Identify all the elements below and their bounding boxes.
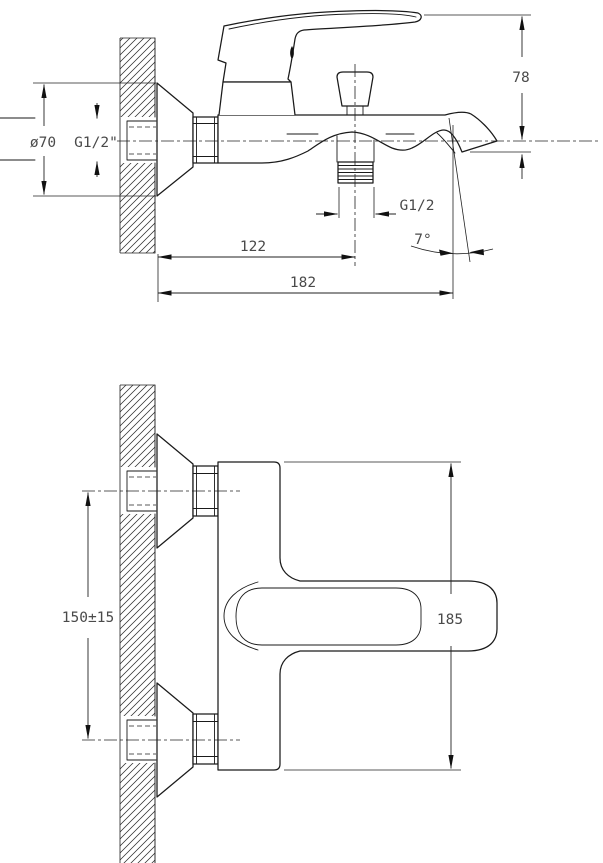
stream-axis-line (448, 117, 471, 263)
nipple-thread-hidden (129, 126, 156, 155)
dim-height-78-label: 78 (512, 70, 529, 86)
body-silhouette (217, 111, 498, 164)
extension-lines (424, 14, 531, 153)
dimension-overall-height: 185 (284, 461, 463, 771)
temperature-indicator-icon (290, 46, 294, 59)
handle-face (235, 587, 422, 646)
wall-section-front (119, 384, 156, 863)
dimension-inlet-spacing: 150±15 (62, 492, 114, 739)
dim-overall-height-label: 185 (437, 612, 463, 628)
extension-lines (33, 82, 156, 197)
outlet-thread-lines (337, 165, 374, 180)
extension-lines (338, 187, 375, 218)
nut-facets (192, 713, 219, 765)
cartridge-fill (219, 82, 295, 115)
wall-edge (119, 37, 155, 254)
dimension-wall-thread: G1/2" (74, 103, 118, 177)
wall-hatch-2 (120, 514, 155, 716)
body-silhouette (217, 461, 498, 771)
dimension-flange-diameter: ø70 (30, 82, 156, 197)
nipple-thread-hidden (129, 725, 156, 755)
inlet-nipple-side (126, 120, 157, 161)
dim-122-label: 122 (240, 239, 266, 255)
extension-lines (284, 461, 461, 771)
dimension-height-78: 78 (424, 14, 531, 179)
dim-wall-thread-label: G1/2" (74, 135, 118, 151)
dimension-182: 182 (157, 125, 454, 299)
nipple-thread-hidden (129, 476, 156, 506)
wall-hatch-3 (120, 763, 155, 863)
faucet-body-front (217, 461, 498, 771)
cartridge-collar (218, 81, 296, 116)
dim-outlet-thread-label: G1/2 (400, 198, 435, 214)
escutcheon-side (156, 82, 194, 197)
arc-arrow-left (439, 249, 453, 256)
faucet-body-side (217, 111, 498, 184)
wall-hatch-1 (120, 385, 155, 467)
dimension-122: 122 (157, 239, 356, 302)
nipple-outline (126, 120, 157, 161)
dim-182-label: 182 (290, 275, 316, 291)
dim-angle-label: 7° (414, 232, 431, 248)
dimension-outlet-thread: G1/2 (316, 187, 434, 218)
lever-handle-side (217, 9, 422, 116)
angle-arc (410, 245, 494, 255)
wall-edge (119, 384, 155, 863)
handle-neck-curve (223, 581, 259, 651)
dimension-spout-angle: 7° (410, 117, 494, 263)
arc-arrow-right (469, 249, 484, 256)
escutcheon-fill (157, 83, 193, 196)
lever-blade (217, 9, 422, 83)
nut-facets (192, 116, 219, 164)
front-view: 150±15 185 (62, 384, 498, 863)
dim-inlet-spacing-label: 150±15 (62, 610, 114, 626)
supply-pipe-stub (0, 117, 36, 161)
lever-edge-line (228, 13, 417, 30)
wall-hatch-upper (120, 38, 155, 117)
hex-nut-side (192, 116, 219, 164)
wall-section-side (0, 37, 156, 254)
side-view: ø70 G1/2" 78 G1/2 122 18 (0, 9, 600, 302)
outlet-boss (336, 135, 375, 163)
dim-flange-diameter-label: ø70 (30, 135, 56, 151)
diverter-neck (346, 105, 364, 116)
nut-facets (192, 465, 219, 517)
wall-hatch-lower (120, 163, 155, 253)
